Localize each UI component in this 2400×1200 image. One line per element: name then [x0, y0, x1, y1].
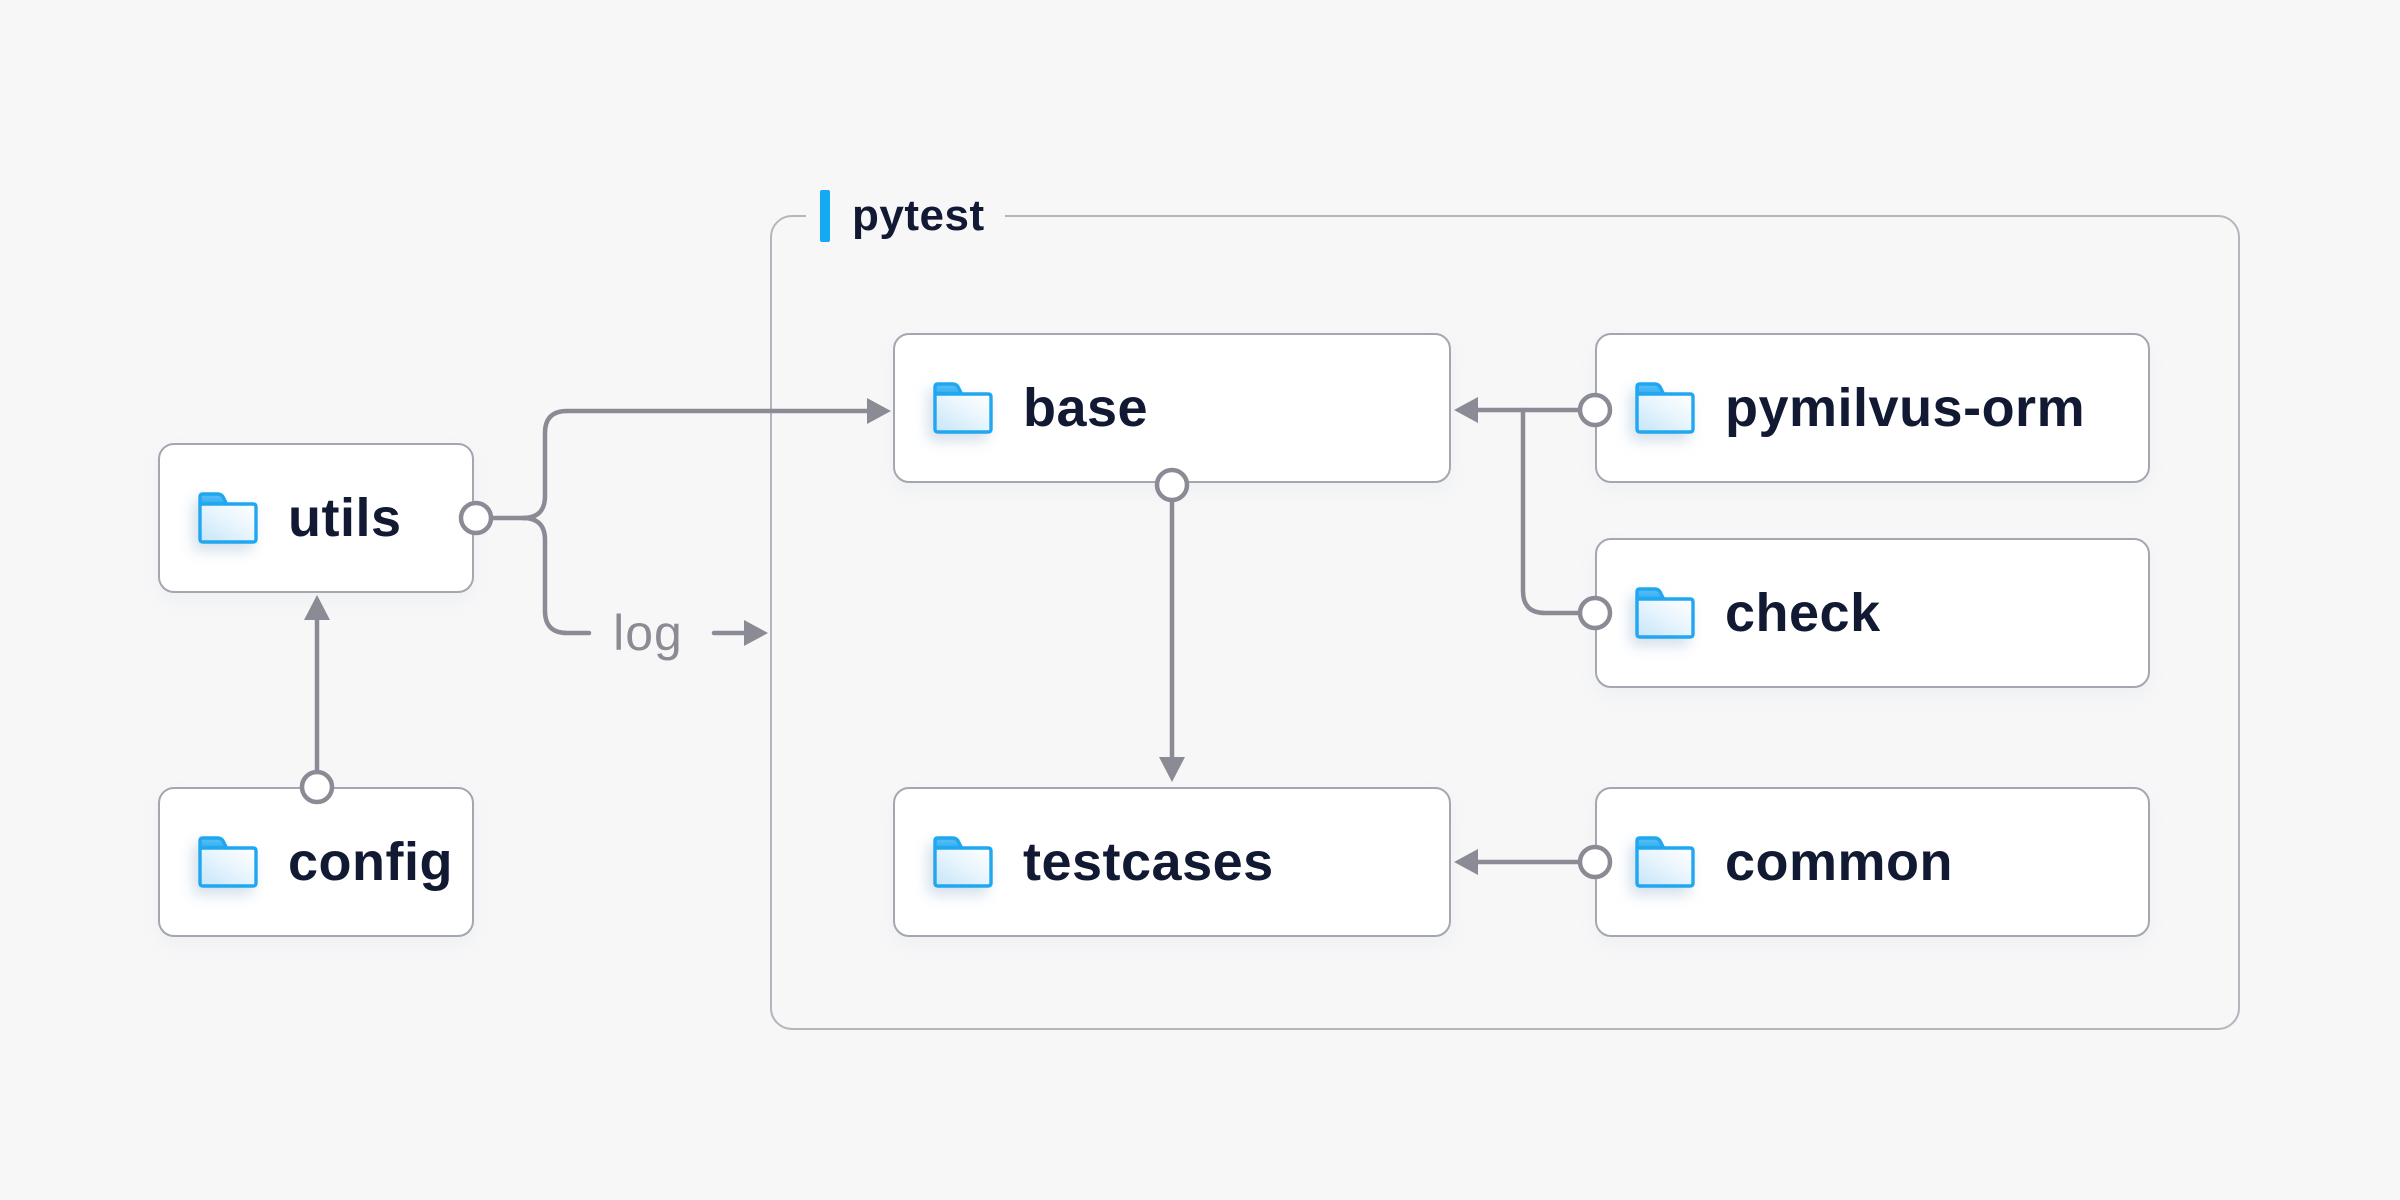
edge-line [520, 515, 592, 636]
node-label: check [1725, 583, 1881, 643]
folder-icon [1633, 586, 1697, 640]
node-label: common [1725, 832, 1954, 892]
node-label: pymilvus-orm [1725, 378, 2086, 438]
node-config[interactable]: config [158, 787, 474, 937]
node-testcases[interactable]: testcases [893, 787, 1451, 937]
node-base[interactable]: base [893, 333, 1451, 483]
accent-bar [820, 190, 830, 242]
folder-icon [1633, 835, 1697, 889]
folder-icon [196, 835, 260, 889]
node-check[interactable]: check [1595, 538, 2150, 688]
folder-icon [931, 835, 995, 889]
node-label: config [288, 832, 453, 892]
node-label: utils [288, 488, 402, 548]
folder-icon [931, 381, 995, 435]
pytest-group-label: pytest [806, 187, 1005, 245]
node-pymilvus-orm[interactable]: pymilvus-orm [1595, 333, 2150, 483]
edge-config-to-utils [299, 595, 335, 805]
node-common[interactable]: common [1595, 787, 2150, 937]
pytest-group-container: pytest [770, 187, 2240, 1030]
folder-icon [1633, 381, 1697, 435]
arrowhead-up-icon [304, 595, 330, 620]
node-label: base [1023, 378, 1149, 438]
arrowhead-right-icon [744, 620, 768, 646]
folder-icon [196, 491, 260, 545]
node-label: testcases [1023, 832, 1274, 892]
group-label-text: pytest [852, 191, 985, 240]
edge-label-log: log [613, 605, 683, 661]
node-utils[interactable]: utils [158, 443, 474, 593]
